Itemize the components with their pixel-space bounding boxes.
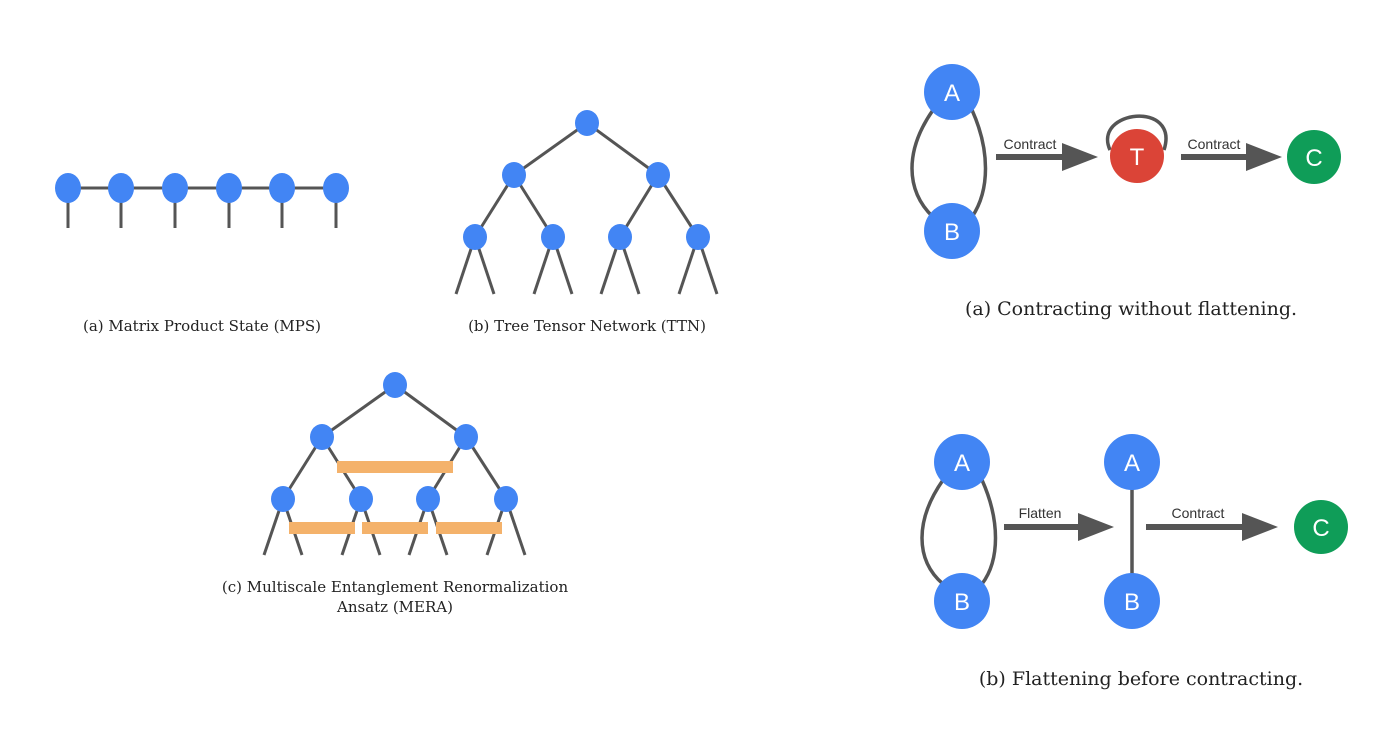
mera-edge xyxy=(394,383,467,439)
node-a-label: A xyxy=(954,450,970,477)
mps-node xyxy=(269,173,295,203)
node-t-label: T xyxy=(1130,144,1145,171)
arrow1-label: Contract xyxy=(1004,136,1057,152)
mera-disentangler xyxy=(362,522,428,534)
mera-disentangler xyxy=(289,522,355,534)
ttn-node xyxy=(575,110,599,136)
node-b-label: B xyxy=(954,589,970,616)
edge-a-b-left xyxy=(910,108,935,219)
node-a xyxy=(1104,434,1160,490)
node-b xyxy=(934,573,990,629)
ttn-edge xyxy=(513,121,588,177)
mera-diagram: (c) Multiscale Entanglement Renormalizat… xyxy=(222,372,569,616)
mps-nodes xyxy=(55,173,349,203)
self-loop xyxy=(1105,114,1168,151)
contract-a-diagram: A B Contract T Contract C (a) Contractin… xyxy=(910,64,1341,320)
mera-disentangler xyxy=(436,522,502,534)
ttn-node xyxy=(686,224,710,250)
node-t xyxy=(1110,129,1164,183)
mps-node xyxy=(216,173,242,203)
arrow-right-icon xyxy=(1004,513,1114,541)
mera-node xyxy=(271,486,295,512)
mera-node xyxy=(383,372,407,398)
contract-arrow-label: Contract xyxy=(1172,505,1225,521)
arrow-right-icon xyxy=(1146,513,1278,541)
ttn-node xyxy=(502,162,526,188)
mera-node xyxy=(454,424,478,450)
ttn-diagram: (b) Tree Tensor Network (TTN) xyxy=(454,110,719,335)
ttn-caption: (b) Tree Tensor Network (TTN) xyxy=(468,317,706,335)
contract-a-caption: (a) Contracting without flattening. xyxy=(965,298,1297,320)
mera-nodes xyxy=(271,372,518,512)
contract-b-caption: (b) Flattening before contracting. xyxy=(979,668,1303,690)
edge-a-b-left xyxy=(920,478,945,586)
mps-legs xyxy=(66,188,338,228)
mera-caption-line2: Ansatz (MERA) xyxy=(336,598,453,616)
mps-node xyxy=(55,173,81,203)
node-b xyxy=(924,203,980,259)
arrow2-label: Contract xyxy=(1188,136,1241,152)
mera-disentangler-top xyxy=(337,461,453,473)
ttn-node xyxy=(463,224,487,250)
flatten-arrow-label: Flatten xyxy=(1019,505,1062,521)
node-a xyxy=(924,64,980,120)
contract-b-diagram: A B Flatten A B Contract C (b) Flattenin… xyxy=(920,434,1348,690)
mera-disentanglers xyxy=(289,461,502,534)
node-c xyxy=(1294,500,1348,554)
mera-node xyxy=(416,486,440,512)
mera-edge xyxy=(321,383,396,439)
node-a-label: A xyxy=(944,80,960,107)
node-c xyxy=(1287,130,1341,184)
ttn-nodes xyxy=(463,110,710,250)
mera-caption-line1: (c) Multiscale Entanglement Renormalizat… xyxy=(222,578,569,596)
mps-node xyxy=(108,173,134,203)
ttn-node xyxy=(608,224,632,250)
node-a xyxy=(934,434,990,490)
ttn-edges xyxy=(454,121,719,295)
mps-node xyxy=(323,173,349,203)
edge-a-b-right xyxy=(970,109,988,218)
arrow-right-icon xyxy=(1181,143,1282,171)
node-b-label: B xyxy=(944,219,960,246)
node-c-label: C xyxy=(1312,515,1329,542)
ttn-node xyxy=(646,162,670,188)
node-b xyxy=(1104,573,1160,629)
arrow-right-icon xyxy=(996,143,1098,171)
mera-node xyxy=(310,424,334,450)
node-a-label: A xyxy=(1124,450,1140,477)
ttn-node xyxy=(541,224,565,250)
mps-caption: (a) Matrix Product State (MPS) xyxy=(83,317,321,335)
mera-node xyxy=(494,486,518,512)
node-b-label: B xyxy=(1124,589,1140,616)
edge-a-b-right xyxy=(980,479,998,586)
mps-diagram: (a) Matrix Product State (MPS) xyxy=(55,173,349,335)
ttn-edge xyxy=(586,121,659,177)
node-c-label: C xyxy=(1305,145,1322,172)
mps-node xyxy=(162,173,188,203)
mera-node xyxy=(349,486,373,512)
